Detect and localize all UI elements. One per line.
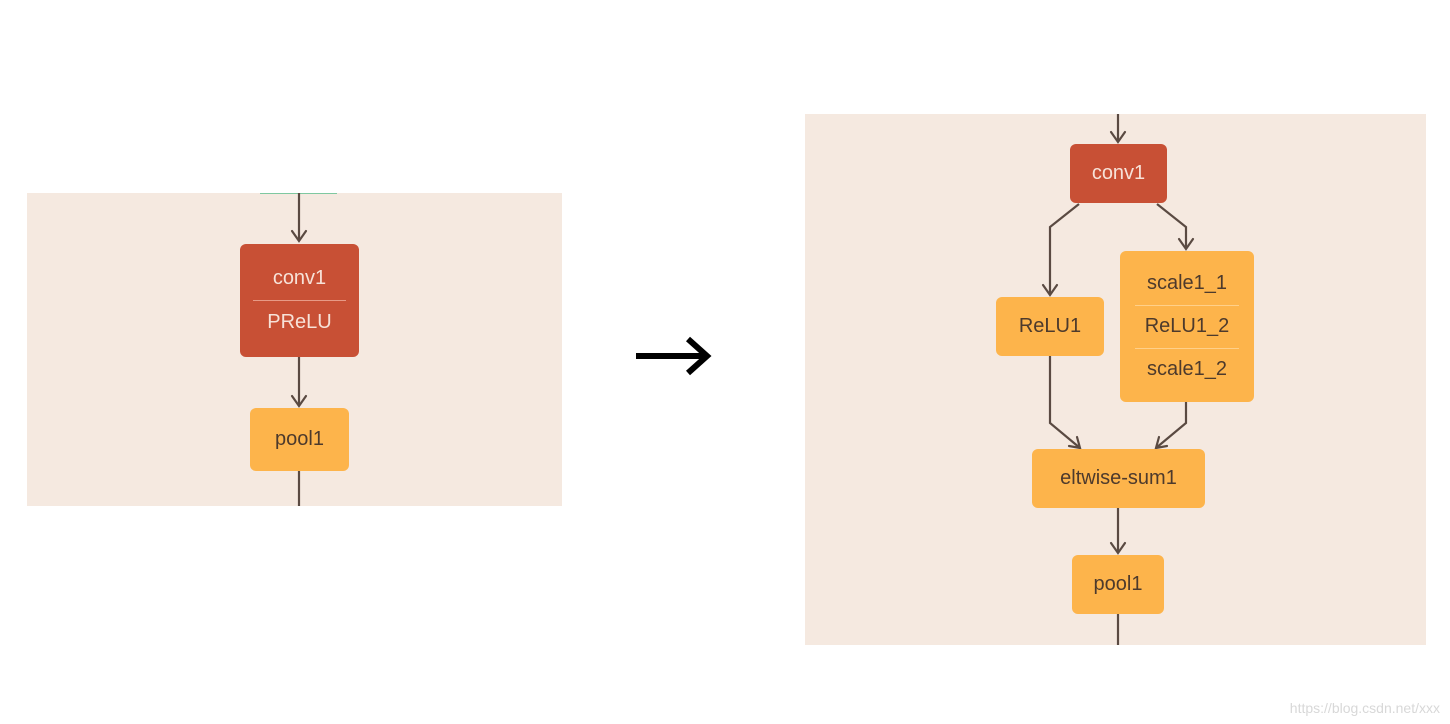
node-pool1[interactable]: pool1 [250, 408, 349, 471]
node-label: ReLU1_2 [1144, 315, 1230, 337]
node-conv1-prelu[interactable]: conv1 PReLU [240, 244, 359, 357]
node-label: ReLU1 [1018, 315, 1082, 337]
node-label: eltwise-sum1 [1060, 467, 1177, 489]
arrowhead-icon [1109, 130, 1127, 144]
node-eltwise-sum1[interactable]: eltwise-sum1 [1032, 449, 1205, 508]
node-label: pool1 [1093, 573, 1143, 595]
arrowhead-icon [290, 394, 308, 408]
edge-conv1-relu1 [1048, 203, 1080, 295]
arrowhead-icon [1154, 435, 1169, 450]
node-conv1[interactable]: conv1 [1070, 144, 1167, 203]
after-diagram-panel: conv1 ReLU1 scale1_1 ReLU1_2 scale1_2 el… [805, 114, 1426, 645]
node-label: pool1 [275, 428, 324, 450]
edge-conv1-scale [1156, 203, 1188, 249]
arrowhead-icon [290, 229, 308, 243]
arrowhead-icon [1177, 237, 1195, 251]
node-relu1[interactable]: ReLU1 [996, 297, 1104, 356]
watermark-text: https://blog.csdn.net/xxx [1289, 700, 1440, 716]
before-edges [260, 193, 337, 506]
node-label: conv1 [1091, 162, 1146, 184]
node-pool1[interactable]: pool1 [1072, 555, 1164, 614]
node-label: scale1_1 [1146, 272, 1228, 294]
arrowhead-icon [1109, 541, 1127, 555]
node-label: PReLU [267, 311, 332, 333]
node-divider [1134, 348, 1240, 349]
after-edges [1041, 114, 1195, 645]
edge-relu1-eltwise [1048, 356, 1081, 449]
arrowhead-icon [1041, 283, 1059, 297]
node-label: conv1 [272, 267, 327, 289]
node-divider [1134, 305, 1240, 306]
arrowhead-icon [1067, 435, 1082, 450]
transform-arrow-icon [632, 330, 716, 387]
node-label: scale1_2 [1146, 358, 1228, 380]
before-diagram-panel: conv1 PReLU pool1 [27, 193, 562, 506]
node-divider [253, 300, 346, 301]
node-scale-relu-scale[interactable]: scale1_1 ReLU1_2 scale1_2 [1120, 251, 1254, 402]
edge-scale-eltwise [1155, 402, 1188, 449]
